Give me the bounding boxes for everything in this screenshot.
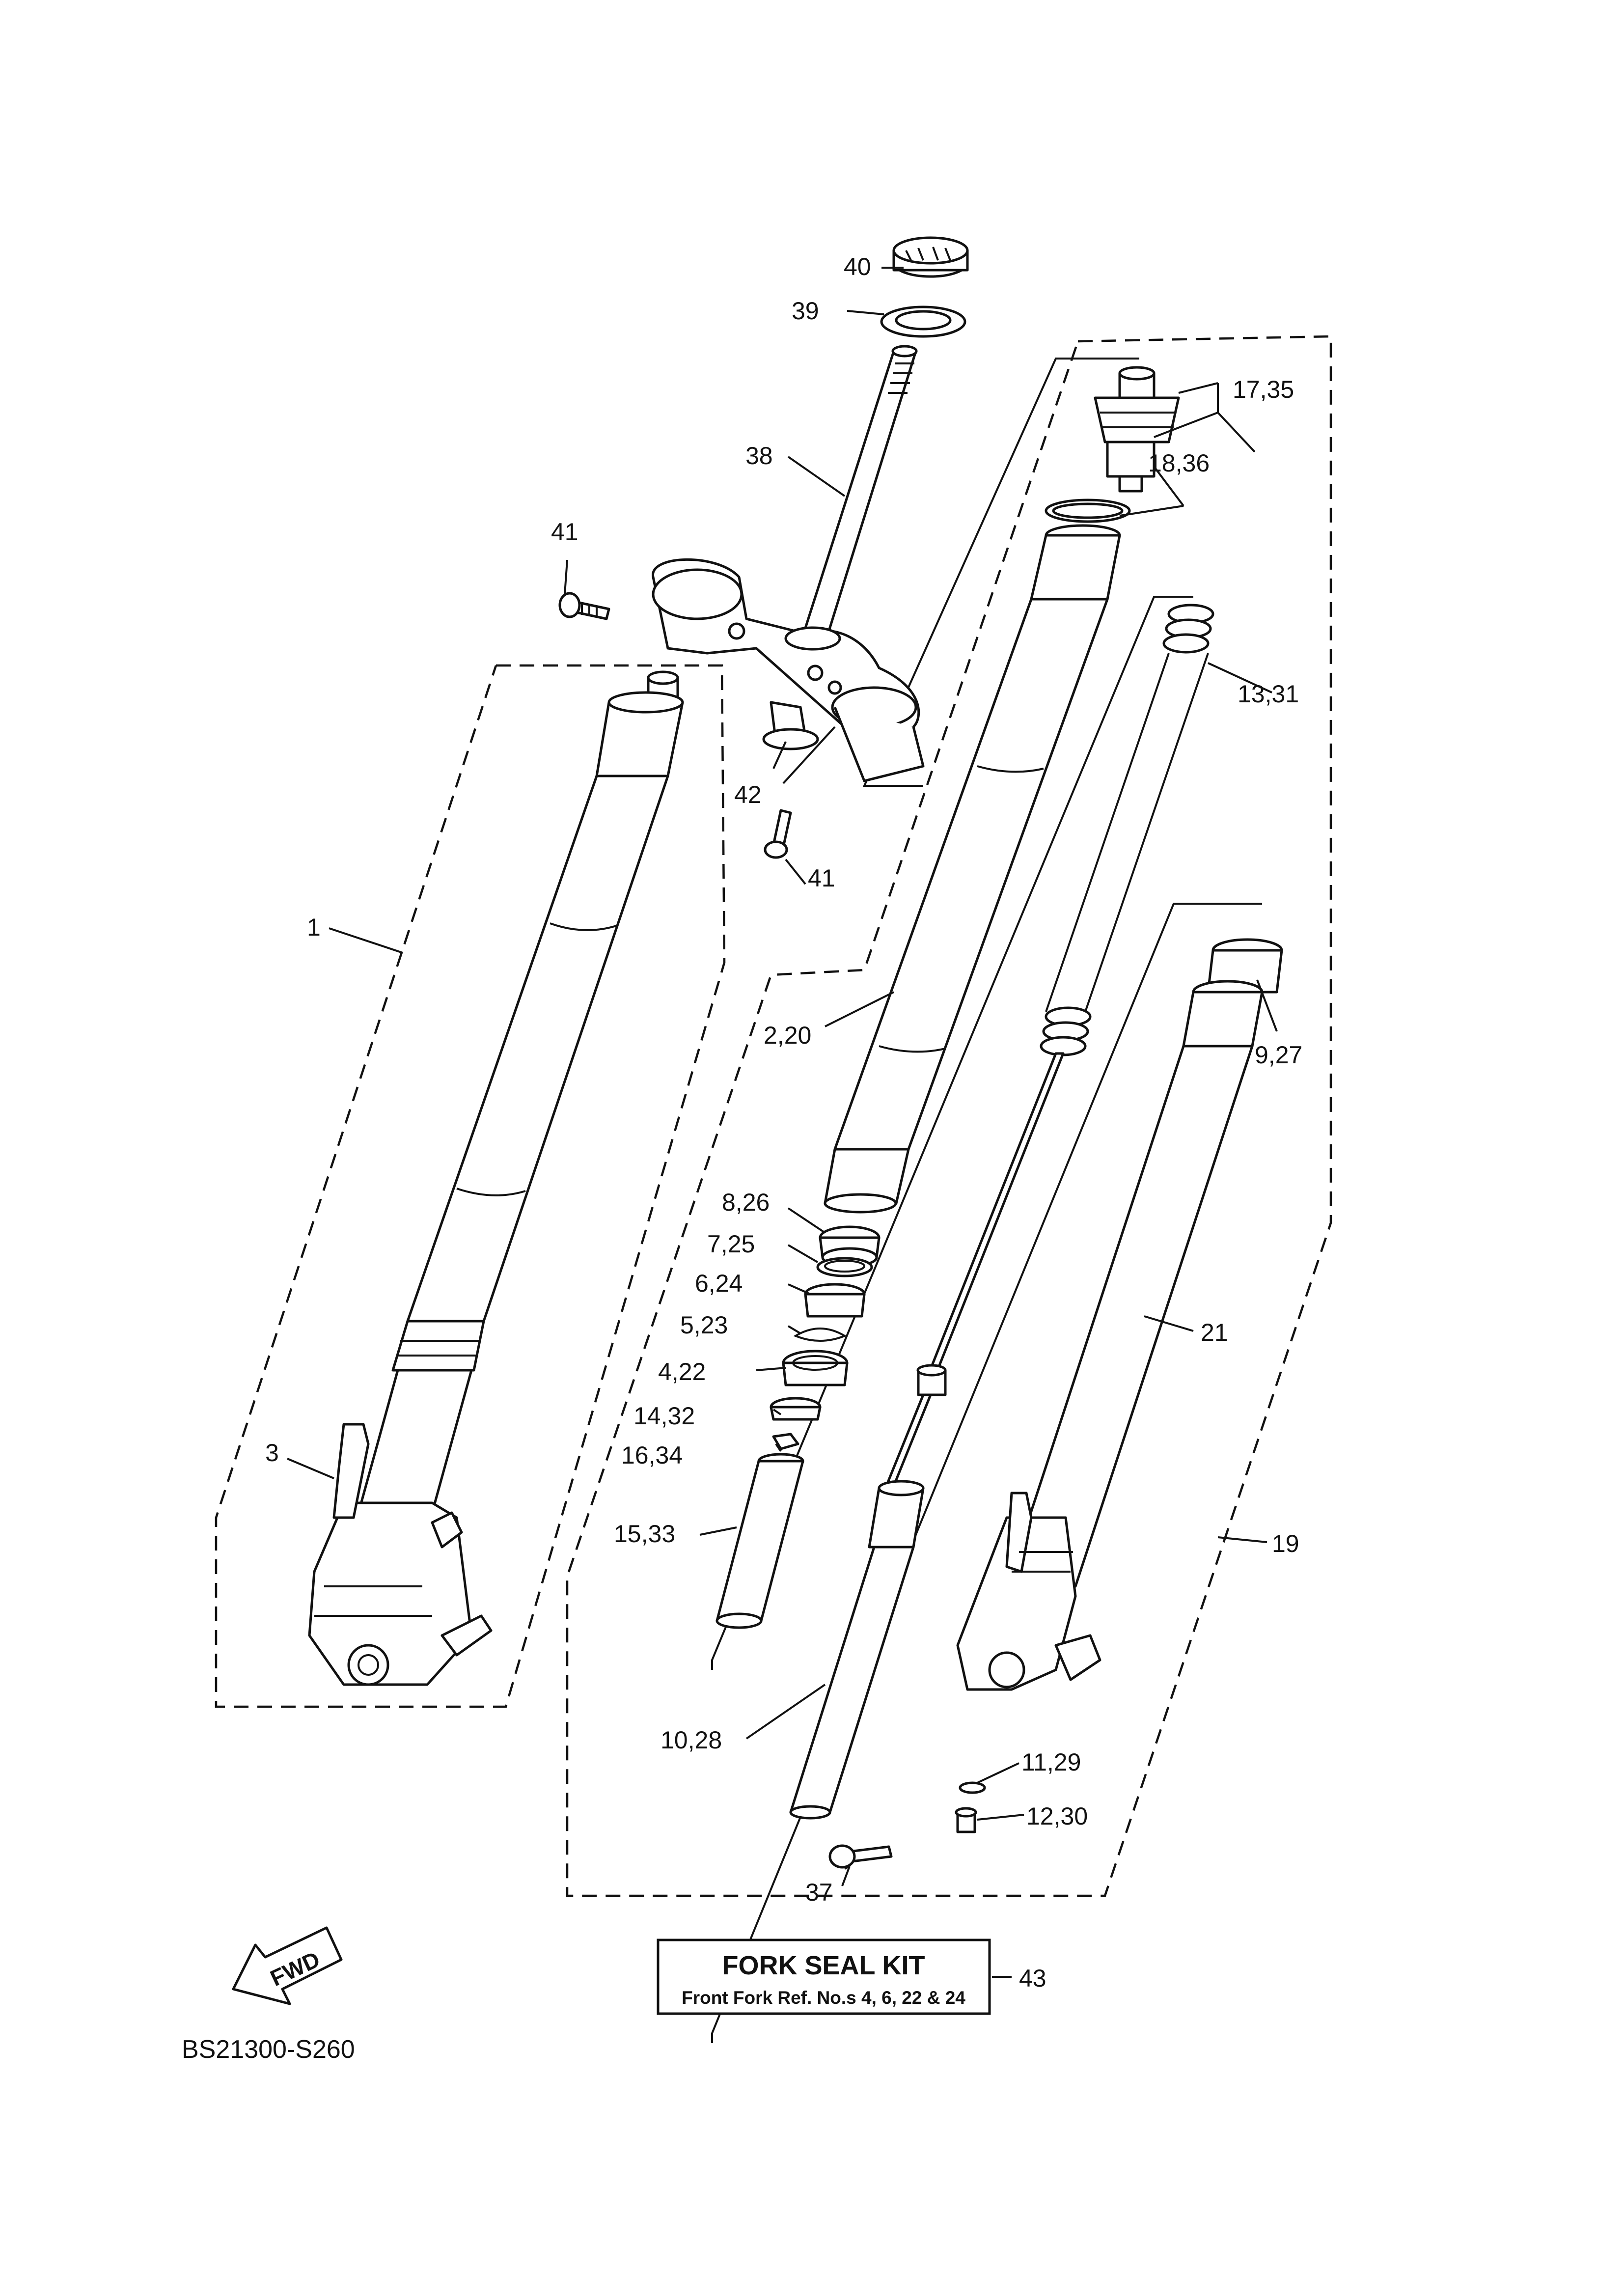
piston-rod-base <box>716 1453 804 1629</box>
caliper-bracket-left <box>332 1423 370 1519</box>
assembly-bracket-inner-tube <box>862 358 1139 787</box>
assembly-bracket-spring <box>711 596 1193 1670</box>
circlip <box>793 1328 847 1342</box>
fork-seal-kit-title: FORK SEAL KIT <box>722 1951 925 1980</box>
washer <box>782 1350 849 1386</box>
assembly-bracket-damper <box>711 903 1262 2043</box>
steering-stem-nut <box>892 236 969 278</box>
bracket-bolt-lower <box>764 809 792 859</box>
cable-guide <box>762 701 819 750</box>
oil-lock-piece <box>770 1397 822 1421</box>
callout-9-27: 9,27 <box>1255 1041 1302 1069</box>
callout-1: 1 <box>307 914 321 941</box>
under-bracket <box>652 558 925 782</box>
callout-21: 21 <box>1201 1319 1228 1346</box>
callout-14-32: 14,32 <box>633 1402 695 1430</box>
damper-rod <box>789 1052 1065 1820</box>
callout-6-24: 6,24 <box>695 1270 743 1297</box>
spring-lower-coils <box>1040 1006 1092 1056</box>
assembly-outline-left-fork <box>215 664 726 1708</box>
fork-spring <box>1045 604 1214 1012</box>
callout-40: 40 <box>844 253 871 280</box>
steering-washer <box>880 305 966 338</box>
outer-tube-guide-bushing <box>1182 980 1264 1048</box>
bracket-bolt-upper <box>558 592 610 620</box>
callout-13-31: 13,31 <box>1238 680 1299 708</box>
outer-tube <box>956 1045 1254 1691</box>
callout-5-23: 5,23 <box>680 1311 728 1339</box>
o-ring <box>1045 499 1131 523</box>
fwd-arrow-icon: FWD <box>232 1926 343 2005</box>
callout-2-20: 2,20 <box>764 1022 811 1049</box>
fork-seal-kit-box: FORK SEAL KIT Front Fork Ref. No.s 4, 6,… <box>657 1939 991 2015</box>
leader-lines <box>287 267 1278 1978</box>
nut <box>772 1433 799 1450</box>
callout-38: 38 <box>745 442 773 470</box>
callout-12-30: 12,30 <box>1026 1802 1088 1830</box>
axle-bolt <box>828 1844 893 1869</box>
callout-15-33: 15,33 <box>614 1520 675 1548</box>
callout-8-26: 8,26 <box>722 1189 770 1216</box>
fork-seal-kit-subtitle: Front Fork Ref. No.s 4, 6, 22 & 24 <box>682 1988 965 2008</box>
callout-16-34: 16,34 <box>621 1441 683 1469</box>
callout-19: 19 <box>1272 1530 1299 1557</box>
oil-seal <box>804 1283 866 1318</box>
diagram-code: BS21300-S260 <box>182 2035 355 2064</box>
inner-tube <box>824 524 1121 1214</box>
assembly-outline-right-fork <box>566 335 1332 1897</box>
callout-10-28: 10,28 <box>661 1726 722 1754</box>
bottom-bolt <box>955 1807 977 1833</box>
callout-17-35: 17,35 <box>1233 376 1294 403</box>
cap-bolt-assembly <box>1094 366 1180 493</box>
callout-3: 3 <box>265 1439 279 1467</box>
left-front-fork-assembly <box>308 670 684 1686</box>
callout-37: 37 <box>805 1879 833 1906</box>
callout-18-36: 18,36 <box>1148 449 1210 477</box>
copper-washer <box>959 1781 986 1794</box>
callout-43: 43 <box>1019 1965 1046 1992</box>
callout-11-29: 11,29 <box>1021 1748 1081 1776</box>
callout-41-upper: 41 <box>551 518 578 546</box>
callout-7-25: 7,25 <box>707 1230 755 1258</box>
callout-41-lower: 41 <box>808 864 835 892</box>
callout-42: 42 <box>734 781 762 808</box>
steering-stem <box>799 345 918 645</box>
callout-39: 39 <box>792 297 819 325</box>
oil-seal-clip <box>816 1257 873 1277</box>
callout-4-22: 4,22 <box>658 1358 706 1385</box>
